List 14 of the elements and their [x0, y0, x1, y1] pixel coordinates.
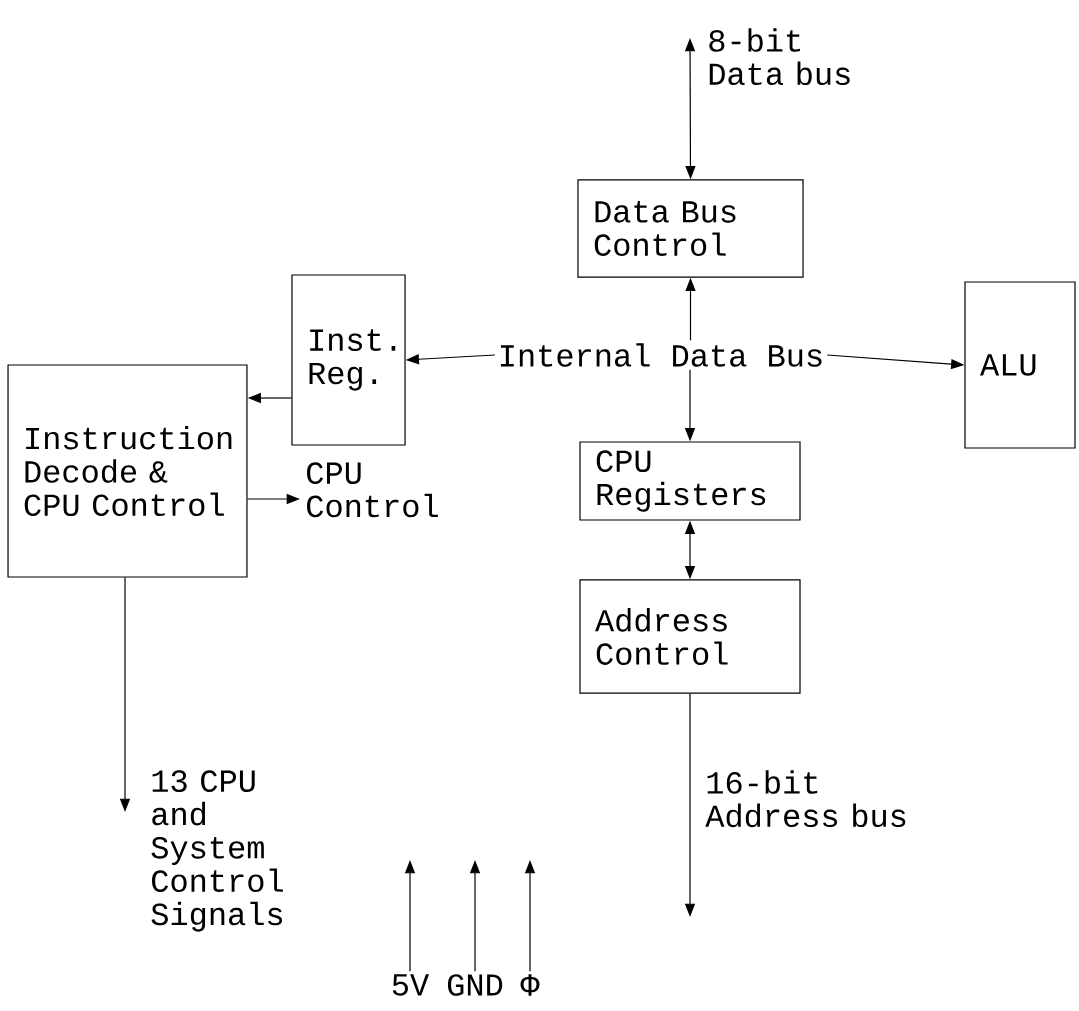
bus-label: Internal Data Bus [500, 343, 822, 367]
edge-label: CPU Control [307, 462, 438, 518]
pin-label: Φ [520, 974, 540, 996]
block-box: CPU Registers [579, 441, 801, 521]
block-box: Inst. Reg. [291, 274, 406, 446]
edge-label: 8-bit Data bus [709, 28, 850, 86]
pin-label: GND [447, 974, 503, 996]
edge-label: 16-bit Address bus [705, 770, 906, 828]
block-box: Instruction Decode & CPU Control [7, 364, 248, 578]
block-box: Data Bus Control [577, 179, 804, 278]
pin-label: 5V [392, 974, 430, 996]
block-box: Address Control [579, 579, 801, 694]
block-box: ALU [964, 281, 1076, 449]
edge-label: 13 CPU and System Control Signals [151, 770, 283, 932]
